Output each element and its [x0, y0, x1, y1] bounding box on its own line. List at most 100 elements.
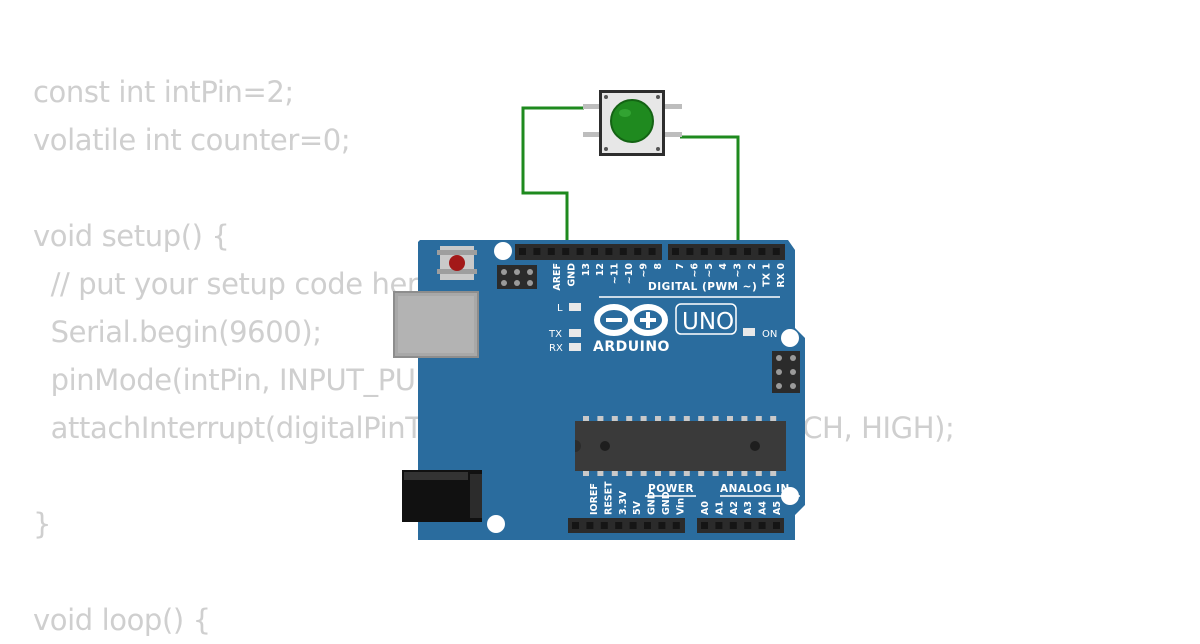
chip-leg: [741, 416, 748, 421]
header-pin[interactable]: [729, 522, 737, 529]
header-pin[interactable]: [686, 248, 694, 255]
header-pin[interactable]: [672, 248, 679, 255]
code-line: volatile int counter=0;: [33, 123, 351, 157]
header-pin[interactable]: [629, 522, 637, 529]
mount-hole: [494, 242, 512, 260]
header-pin[interactable]: [615, 522, 623, 529]
header-pin[interactable]: [634, 248, 642, 255]
header-pin[interactable]: [772, 248, 780, 255]
pin-label: IOREF: [589, 483, 600, 515]
mount-hole: [487, 515, 505, 533]
header-pin[interactable]: [701, 522, 708, 529]
header-pin[interactable]: [644, 522, 651, 529]
chip-leg: [611, 471, 618, 476]
mount-hole: [781, 329, 799, 347]
header-pin[interactable]: [619, 248, 627, 255]
header-pin[interactable]: [576, 248, 584, 255]
header-pin[interactable]: [562, 248, 570, 255]
led-rx: RX: [549, 343, 581, 354]
header-pin[interactable]: [744, 522, 752, 529]
header-pin[interactable]: [519, 248, 526, 255]
chip-leg: [640, 416, 647, 421]
pin-label: AREF: [552, 263, 563, 291]
pin-label: A5: [772, 501, 783, 515]
power-header-label: POWER: [648, 483, 694, 495]
pin-label: GND: [661, 491, 672, 515]
pin-label: A0: [700, 501, 711, 515]
analog-header: [697, 518, 784, 533]
pin-label: ~11: [610, 263, 621, 284]
wire-right[interactable]: [680, 135, 740, 252]
header-pin[interactable]: [586, 522, 594, 529]
header-pin[interactable]: [591, 248, 598, 255]
pushbutton-cap[interactable]: [610, 99, 654, 143]
atmega-chip: [575, 416, 786, 476]
svg-text:TX: TX: [548, 329, 562, 340]
led-l: L: [557, 303, 581, 314]
header-pin[interactable]: [648, 248, 656, 255]
chip-leg: [611, 416, 618, 421]
pin-label: A3: [743, 501, 754, 515]
pin-label: ~5: [704, 263, 715, 278]
header-pin[interactable]: [547, 248, 555, 255]
pin-label: A1: [714, 501, 725, 515]
header-pin[interactable]: [600, 522, 608, 529]
pin-label: 4: [718, 263, 729, 270]
pin-label: 3.3V: [618, 490, 629, 515]
wire-left[interactable]: [521, 106, 584, 252]
header-pin[interactable]: [658, 522, 666, 529]
chip-leg: [755, 416, 762, 421]
header-pin[interactable]: [773, 522, 780, 529]
svg-text:RX: RX: [549, 343, 563, 354]
chip-leg: [741, 471, 748, 476]
pin-label: ~3: [733, 263, 744, 278]
pin-label: 13: [581, 263, 592, 276]
header-pin[interactable]: [758, 248, 766, 255]
pushbutton[interactable]: [583, 90, 682, 156]
chip-leg: [712, 471, 719, 476]
header-pin[interactable]: [700, 248, 708, 255]
header-pin[interactable]: [533, 248, 541, 255]
dc-power-jack: [402, 470, 482, 522]
led-on: ON: [743, 328, 777, 340]
chip-leg: [583, 471, 589, 476]
header-pin[interactable]: [715, 248, 723, 255]
code-line: Serial.begin(9600);: [33, 315, 322, 349]
analog-header-label: ANALOG IN: [720, 483, 790, 495]
reset-button[interactable]: [437, 246, 477, 280]
chip-leg: [583, 416, 589, 421]
header-pin[interactable]: [715, 522, 723, 529]
pin-label: GND: [647, 491, 658, 515]
code-line: void setup() {: [33, 219, 230, 253]
header-pin[interactable]: [572, 522, 579, 529]
chip-leg: [770, 471, 777, 476]
icsp-header-left: [497, 265, 537, 289]
pin-label: A2: [729, 501, 740, 515]
pin-label: RX 0: [776, 263, 787, 288]
chip-leg: [626, 471, 633, 476]
header-pin[interactable]: [672, 522, 680, 529]
chip-leg: [727, 471, 733, 476]
led-tx: TX: [548, 329, 581, 340]
header-pin[interactable]: [605, 248, 613, 255]
pin-label: RESET: [603, 481, 614, 515]
pin-label: 8: [653, 263, 664, 270]
header-pin[interactable]: [744, 248, 751, 255]
pin-label: ~6: [689, 263, 700, 278]
chip-leg: [698, 416, 705, 421]
chip-leg: [712, 416, 719, 421]
code-line: const int intPin=2;: [33, 75, 294, 109]
arduino-brand-text: ARDUINO: [593, 339, 670, 355]
pin-label: 2: [747, 263, 758, 270]
header-pin[interactable]: [729, 248, 737, 255]
power-header: [568, 518, 685, 533]
chip-leg: [626, 416, 633, 421]
header-pin[interactable]: [758, 522, 766, 529]
chip-leg: [655, 416, 661, 421]
pin-label: ~10: [624, 263, 635, 285]
code-line: }: [33, 507, 52, 541]
chip-leg: [640, 471, 647, 476]
pin-label: 12: [595, 263, 606, 276]
